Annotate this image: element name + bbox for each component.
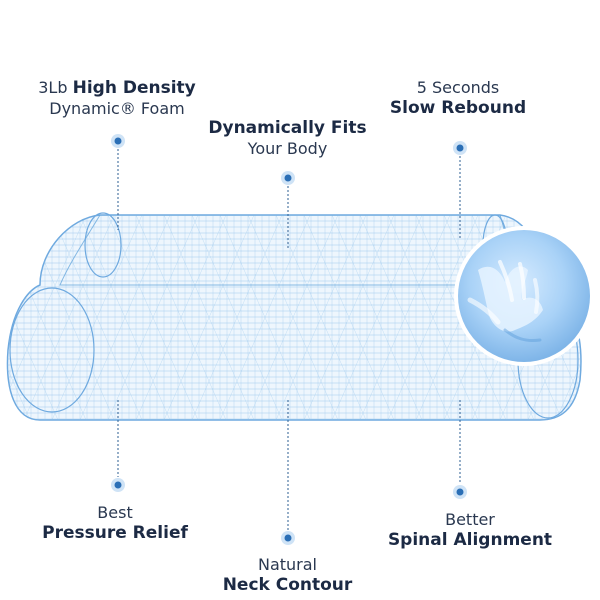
callout-fits-bold: Dynamically Fits (208, 118, 367, 138)
callout-pressure-bold: Pressure Relief (42, 523, 188, 543)
callout-neck-contour: Natural Neck Contour (205, 555, 370, 596)
callout-dot-density (114, 137, 122, 145)
callout-neck-line1: Natural (257, 555, 317, 574)
callout-pressure-relief: Best Pressure Relief (30, 503, 200, 544)
callout-density-bold: High Density (72, 78, 196, 98)
callout-dot-spinal (456, 488, 464, 496)
callout-dot-rebound (456, 144, 464, 152)
callout-dot-neck (284, 534, 292, 542)
foam-closeup-inset (454, 226, 594, 366)
callout-slow-rebound: 5 Seconds Slow Rebound (378, 78, 538, 119)
callout-neck-bold: Neck Contour (222, 575, 353, 595)
callout-spinal-bold: Spinal Alignment (387, 530, 553, 550)
callout-fits-line2: Your Body (247, 139, 328, 159)
callout-high-density: 3Lb High Density Dynamic® Foam (22, 78, 212, 119)
callout-density-line2: Dynamic® Foam (49, 99, 185, 119)
callout-dynamically-fits: Dynamically Fits Your Body (200, 118, 375, 159)
callout-density-prefix: 3Lb (38, 78, 68, 97)
callout-pressure-line1: Best (97, 503, 133, 522)
callout-rebound-bold: Slow Rebound (389, 98, 527, 118)
callout-leaders (111, 134, 467, 545)
callout-spinal-line1: Better (445, 510, 495, 529)
callout-spinal-alignment: Better Spinal Alignment (375, 510, 565, 551)
callout-rebound-line1: 5 Seconds (416, 78, 500, 97)
hand-imprint-icon (467, 260, 543, 342)
callout-dot-fits (284, 174, 292, 182)
callout-dot-pressure (114, 481, 122, 489)
